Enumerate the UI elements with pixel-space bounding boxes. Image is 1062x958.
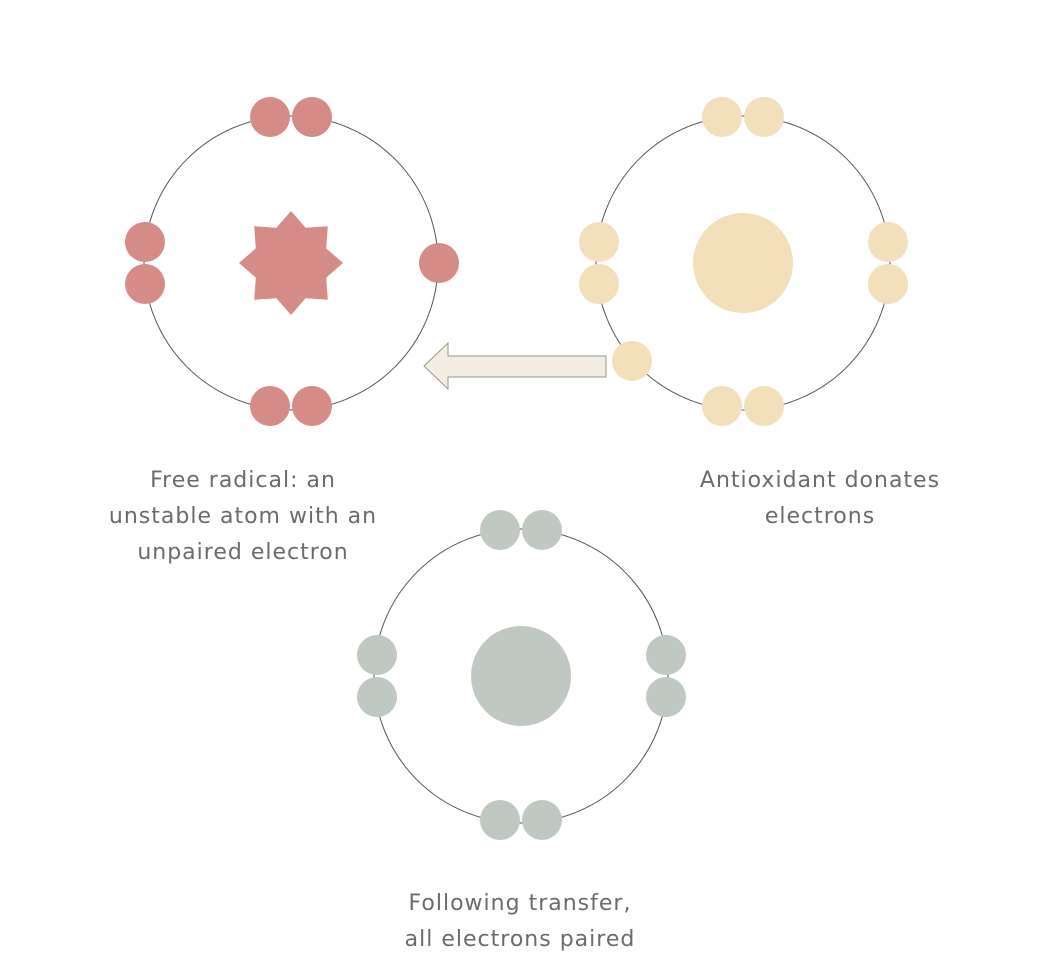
antioxidant-electron [868, 264, 908, 304]
caption-line: unpaired electron [137, 540, 349, 565]
transfer-left-arrow-icon [423, 341, 607, 391]
antioxidant-electron [702, 97, 742, 137]
free-radical-electron [250, 386, 290, 426]
stable-atom-caption: Following transfer, all electrons paired [370, 886, 670, 958]
free-radical-electron [292, 97, 332, 137]
antioxidant-orbit [595, 115, 891, 411]
caption-line: Antioxidant donates [699, 468, 941, 493]
stable-electron [646, 677, 686, 717]
stable-electron [480, 510, 520, 550]
free-radical-electron-unpaired [419, 243, 459, 283]
antioxidant-electron [744, 386, 784, 426]
stable-atom [357, 510, 686, 840]
antioxidant-caption: Antioxidant donates electrons [670, 463, 970, 535]
free-radical-electron [250, 97, 290, 137]
stable-nucleus [471, 626, 571, 726]
antioxidant-electron [579, 222, 619, 262]
antioxidant-electron [744, 97, 784, 137]
free-radical-electron [125, 264, 165, 304]
free-radical-atom [125, 97, 459, 426]
stable-orbit [373, 528, 669, 824]
stable-electron [646, 635, 686, 675]
caption-line: electrons [764, 504, 876, 529]
antioxidant-electron [579, 264, 619, 304]
stable-electron [522, 510, 562, 550]
stable-electron [357, 677, 397, 717]
free-radical-electron [125, 222, 165, 262]
stable-electron [522, 800, 562, 840]
antioxidant-donated-electron [612, 341, 652, 381]
antioxidant-nucleus [693, 213, 793, 313]
free-radical-electron [292, 386, 332, 426]
stable-electron [357, 635, 397, 675]
free-radical-caption: Free radical: an unstable atom with an u… [93, 463, 393, 571]
antioxidant-atom [579, 97, 908, 426]
stable-electron [480, 800, 520, 840]
antioxidant-electron [702, 386, 742, 426]
caption-line: Free radical: an [150, 468, 336, 493]
caption-line: Following transfer, [408, 891, 632, 916]
caption-line: all electrons paired [404, 927, 636, 952]
antioxidant-electron [868, 222, 908, 262]
caption-line: unstable atom with an [108, 504, 378, 529]
free-radical-nucleus-star-icon [239, 211, 343, 315]
